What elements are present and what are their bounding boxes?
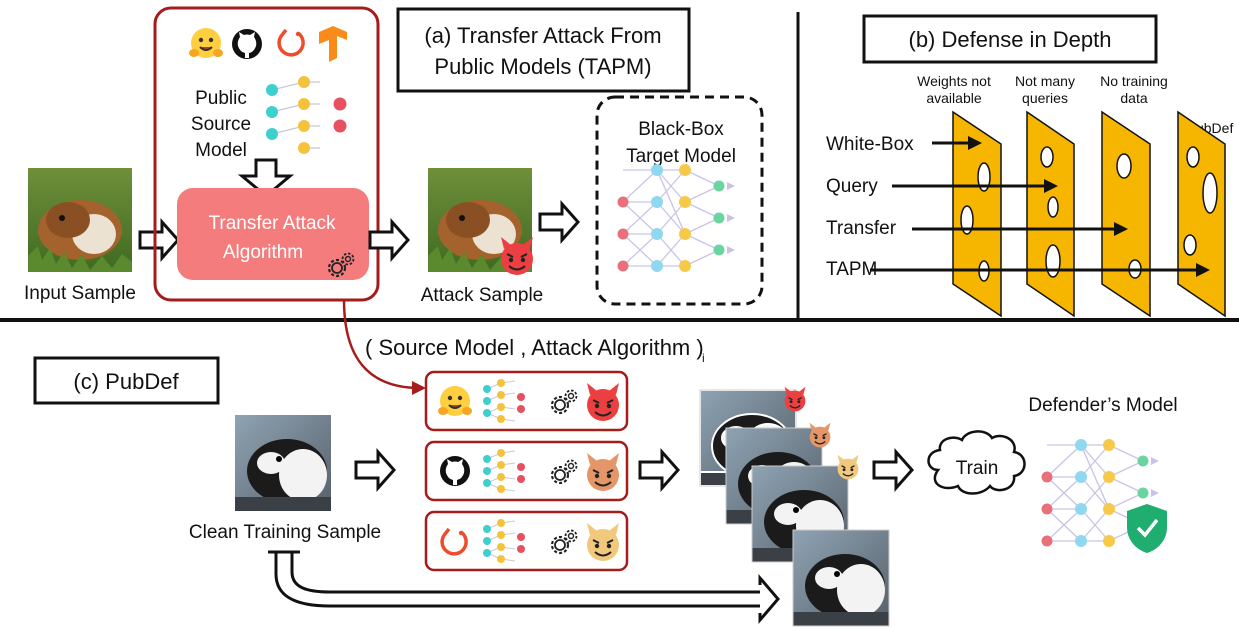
target-line2: Target Model [626, 146, 736, 167]
source-network-icon [266, 76, 347, 154]
clean-sample-image [235, 415, 331, 511]
layer1-label-line1: Weights not [917, 73, 991, 89]
input-sample-image [28, 168, 132, 272]
clean-sample-label: Clean Training Sample [189, 522, 381, 543]
layer3-label-line2: data [1120, 90, 1147, 106]
defense-layer-1 [952, 110, 1002, 318]
target-line1: Black-Box [638, 119, 724, 140]
attack-label-query: Query [826, 176, 878, 197]
target-network-icon [616, 163, 736, 273]
pytorch-icon [277, 28, 305, 57]
pair-row-github [424, 440, 629, 502]
public-source-box [153, 6, 380, 302]
red-connector [342, 299, 421, 390]
arrow-model-to-algorithm [237, 158, 295, 198]
github-icon [232, 29, 262, 59]
defender-label: Defender’s Model [1028, 395, 1177, 416]
tuple-label: ( Source Model , Attack Algorithm ) [365, 335, 704, 360]
arrow-attack-to-target [538, 200, 581, 244]
arrow-clean-to-pairs [354, 448, 397, 492]
defense-layer-3 [1101, 110, 1151, 318]
github-icon [440, 456, 470, 486]
panel-c-title: (c) PubDef [73, 369, 179, 394]
arrow-clean-to-final [758, 573, 780, 625]
pair-row-huggingface [424, 370, 629, 432]
devil-icon [808, 422, 832, 449]
red-connector-head [412, 381, 426, 395]
train-label: Train [956, 458, 999, 479]
panel-a-title-line2: Public Models (TAPM) [434, 54, 651, 79]
pair-row-pytorch [424, 510, 629, 572]
panel-c-title-box [33, 356, 220, 405]
panel-a-title-line1: (a) Transfer Attack From [424, 23, 661, 48]
attack-arrows [870, 136, 1210, 277]
layer2-label-line1: Not many [1015, 73, 1075, 89]
layer3-label-line1: No training [1100, 73, 1168, 89]
cloud-icon [927, 430, 1026, 495]
target-model-box [595, 95, 764, 306]
attack-label-tapm: TAPM [826, 259, 877, 280]
input-sample-label: Input Sample [24, 283, 136, 304]
algorithm-line2: Algorithm [223, 242, 303, 263]
source-model-line3: Model [195, 140, 247, 161]
defense-layer-2 [1026, 110, 1075, 318]
adversarial-stack [699, 386, 890, 627]
arrow-pairs-to-stack [638, 448, 681, 492]
huggingface-icon [188, 27, 224, 59]
arrow-algorithm-to-attack [368, 218, 411, 262]
attack-label-white-box: White-Box [826, 134, 914, 155]
attack-label-transfer: Transfer [826, 218, 897, 239]
algorithm-line1: Transfer Attack [208, 213, 336, 234]
tensorflow-icon [319, 26, 347, 62]
layer2-label-line2: queries [1022, 90, 1068, 106]
defense-layer-4 [1177, 110, 1226, 318]
source-model-line1: Public [195, 88, 247, 109]
algorithm-box [177, 188, 369, 280]
attack-sample-label: Attack Sample [421, 285, 544, 306]
panel-b-title: (b) Defense in Depth [909, 27, 1112, 52]
panel-a-title-box [396, 7, 691, 93]
source-model-line2: Source [191, 114, 251, 135]
panel-b-title-box [862, 14, 1158, 64]
devil-icon [836, 454, 860, 481]
layer1-label-line2: available [926, 90, 981, 106]
arrow-stack-to-train [872, 448, 915, 492]
arrow-input-to-algorithm [138, 218, 181, 262]
tuple-subscript: i [702, 351, 705, 365]
shield-check-icon [1127, 504, 1167, 553]
